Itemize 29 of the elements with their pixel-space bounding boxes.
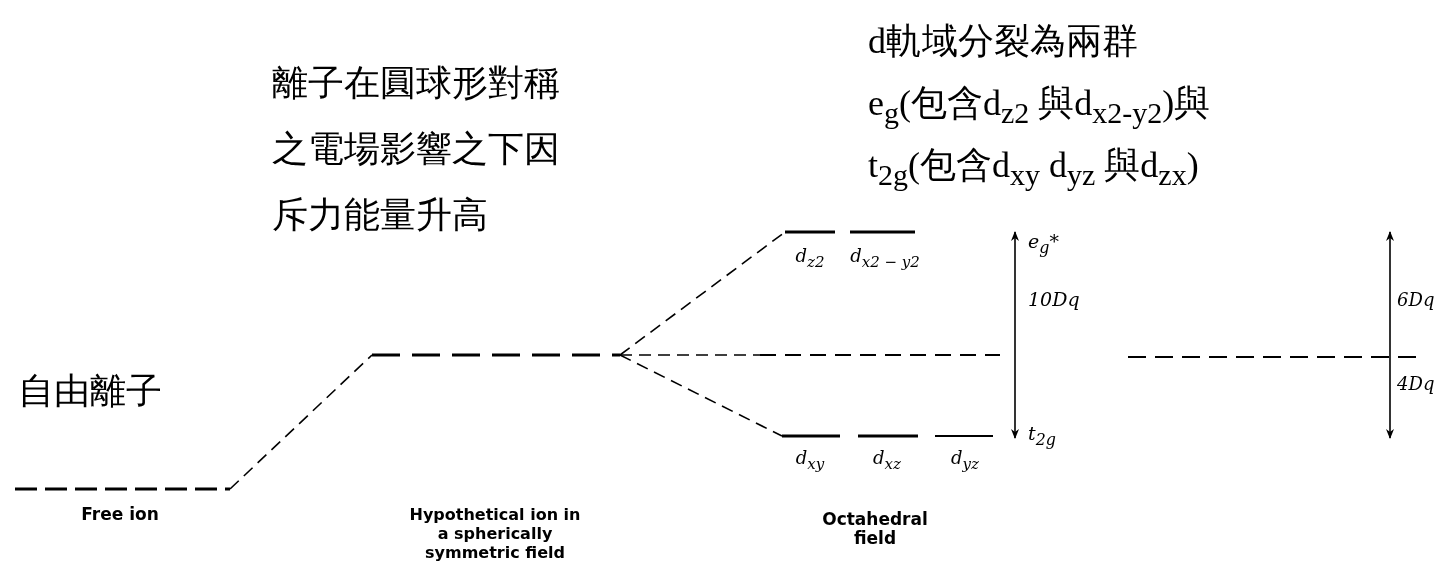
energy-label: 6Dq (1397, 290, 1436, 309)
energy-label: 10Dq (1028, 290, 1081, 309)
annotation-text: t$_{2g}$(包含d$_{xy}$ d$_{yz}$ 與d$_{zx}$) (868, 144, 1200, 194)
energy-level (760, 352, 1000, 358)
energy-level (935, 433, 993, 439)
level-label: Free ion (80, 505, 160, 524)
energy-level (372, 352, 620, 358)
annotation-text: 離子在圓球形對稱之電場影響之下因斥力能量升高 (272, 62, 561, 237)
level-label: d$_{z2}$ (794, 246, 826, 272)
level-label: e$_{g}$* (1028, 232, 1060, 257)
level-label: Octahedral field (821, 510, 929, 548)
connector-line (619, 354, 761, 356)
annotation-text: d軌域分裂為兩群 (868, 20, 1139, 63)
level-label: d$_{xy}$ (794, 448, 826, 474)
energy-level (15, 486, 230, 492)
energy-level (850, 229, 915, 235)
energy-level (782, 433, 840, 439)
level-label: t$_{2g}$ (1028, 424, 1057, 449)
connector-line (619, 354, 783, 437)
annotation-text: e$_{g}$(包含d$_{z2}$ 與d$_{x2-y2}$)與 (868, 82, 1212, 132)
level-label: d$_{yz}$ (950, 448, 980, 474)
connector-line (229, 354, 373, 490)
level-label: Hypothetical ion in a spherically symmetric field (408, 505, 582, 562)
energy-level (858, 433, 918, 439)
level-label: d$_{x2 − y2}$ (849, 246, 921, 272)
energy-level (785, 229, 835, 235)
energy-label: 4Dq (1397, 374, 1436, 393)
annotation-text: 自由離子 (18, 370, 163, 413)
level-label: d$_{xz}$ (872, 448, 902, 474)
